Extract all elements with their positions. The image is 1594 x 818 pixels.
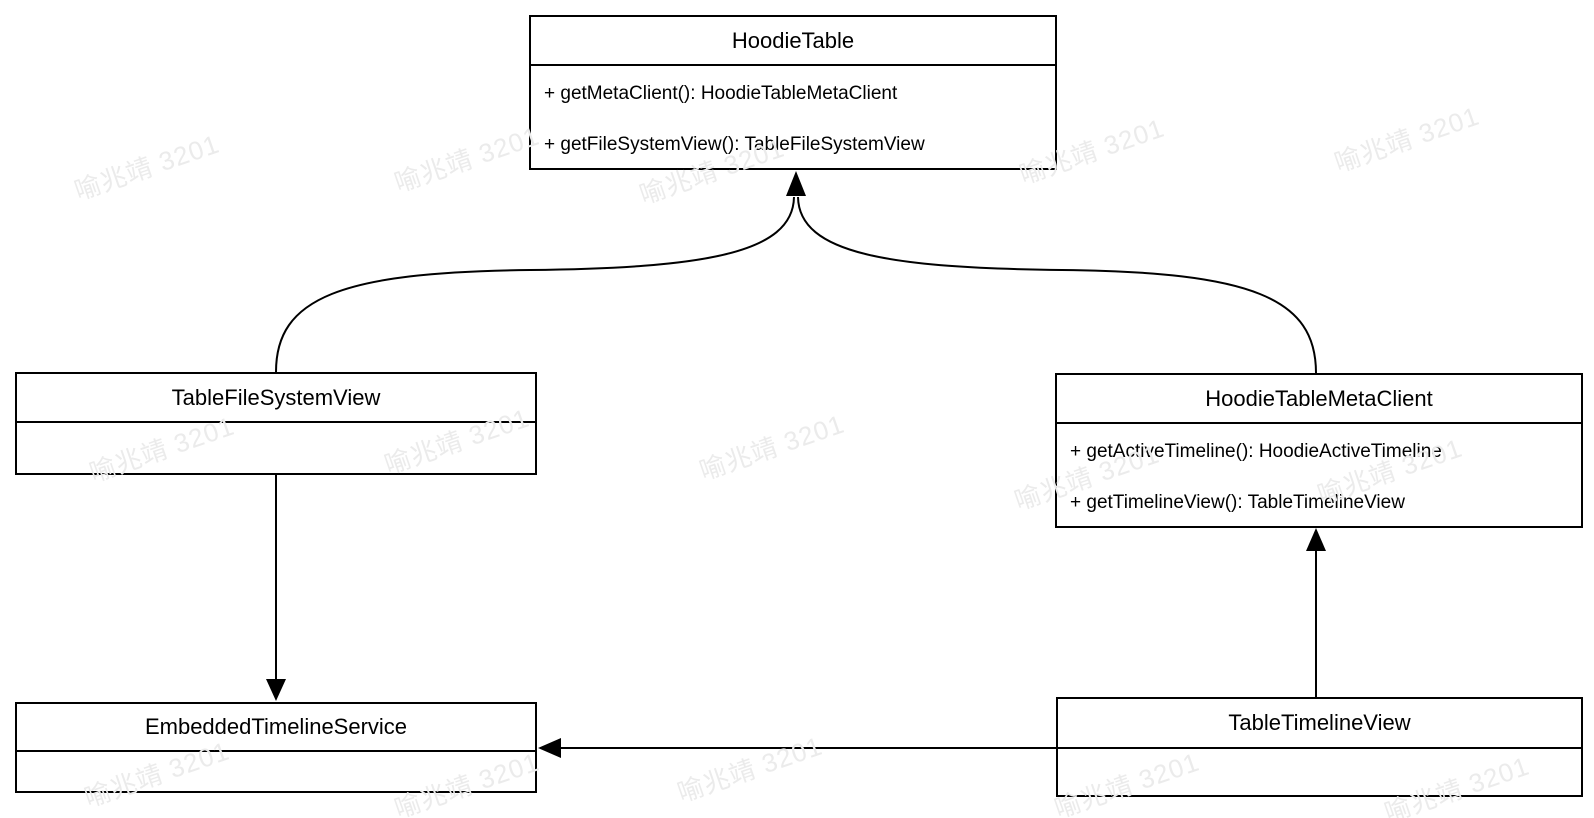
watermark-text: 喻兆靖 3201 [695, 408, 849, 487]
watermark-text: 喻兆靖 3201 [390, 120, 544, 199]
class-box-tablefilesystemview: TableFileSystemView [15, 372, 537, 475]
class-title-tabletimelineview: TableTimelineView [1058, 699, 1581, 749]
edge-hoodietablemetaclient-to-hoodietable [797, 196, 1317, 374]
class-body-hoodietable: + getMetaClient(): HoodieTableMetaClient… [531, 66, 1055, 170]
watermark-text: 喻兆靖 3201 [70, 128, 224, 207]
class-title-tablefilesystemview: TableFileSystemView [17, 374, 535, 423]
class-body-embeddedtimelineservice [17, 752, 535, 754]
class-body-hoodietablemetaclient: + getActiveTimeline(): HoodieActiveTimel… [1057, 424, 1581, 528]
arrowhead-left-to-embeddedtimelineservice [538, 738, 561, 758]
watermark-text: 喻兆靖 3201 [1330, 100, 1484, 179]
class-title-hoodietable: HoodieTable [531, 17, 1055, 66]
class-box-tabletimelineview: TableTimelineView [1056, 697, 1583, 797]
method-getactivetimeline: + getActiveTimeline(): HoodieActiveTimel… [1070, 440, 1442, 462]
class-title-hoodietablemetaclient: HoodieTableMetaClient [1057, 375, 1581, 424]
method-getmetaclient: + getMetaClient(): HoodieTableMetaClient [544, 82, 898, 104]
class-box-hoodietable: HoodieTable + getMetaClient(): HoodieTab… [529, 15, 1057, 170]
class-body-tablefilesystemview [17, 423, 535, 425]
method-getfilesystemview: + getFileSystemView(): TableFileSystemVi… [544, 133, 925, 155]
class-box-hoodietablemetaclient: HoodieTableMetaClient + getActiveTimelin… [1055, 373, 1583, 528]
class-body-tabletimelineview [1058, 749, 1581, 751]
class-title-embeddedtimelineservice: EmbeddedTimelineService [17, 704, 535, 752]
edge-tablefilesystemview-to-hoodietable [275, 196, 795, 373]
watermark-text: 喻兆靖 3201 [673, 730, 827, 809]
method-gettimelineview: + getTimelineView(): TableTimelineView [1070, 491, 1405, 513]
arrowhead-up-to-hoodietable [786, 171, 806, 196]
arrowhead-down-to-embeddedtimelineservice [266, 679, 286, 701]
arrowhead-up-to-hoodietablemetaclient [1306, 528, 1326, 551]
class-box-embeddedtimelineservice: EmbeddedTimelineService [15, 702, 537, 793]
